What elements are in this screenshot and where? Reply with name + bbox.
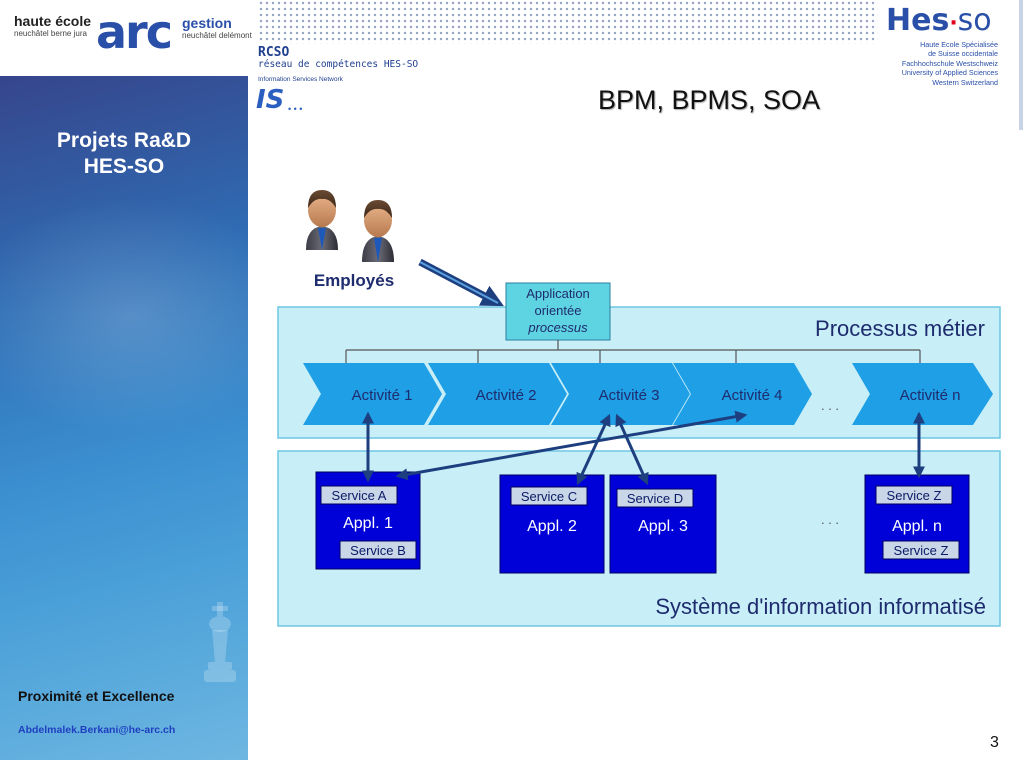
service-tag	[320, 485, 398, 505]
activity-chevron: Activité 3	[551, 363, 690, 425]
hes-logo-dot: ·	[949, 11, 958, 36]
activity-label: Activité 3	[599, 387, 660, 404]
panel-bottom-edge	[0, 760, 248, 767]
motto: Proximité et Excellence	[18, 688, 175, 704]
service-label: Service Z	[887, 488, 942, 503]
service-tag	[510, 486, 588, 506]
hes-so-subtitle: Haute Ecole Spécialisée de Suisse occide…	[850, 40, 998, 87]
application-box: Service A Appl. 1 Service B	[315, 471, 421, 570]
rcso-logo: RCSO réseau de compétences HES-SO	[258, 46, 418, 71]
activity-connector-tree	[345, 340, 921, 364]
panel-title: Projets Ra&D HES-SO	[0, 128, 248, 180]
page-number: 3	[990, 734, 999, 751]
hes-so-logo: Hes·so	[886, 4, 992, 41]
activity-label: Activité n	[900, 387, 961, 404]
logo-he-region: neuchâtel berne jura	[14, 29, 87, 38]
service-tag	[882, 540, 960, 560]
activity-chevron: Activité n	[852, 363, 993, 425]
activities-ellipsis: . . .	[821, 398, 839, 413]
hes-logo-so: so	[957, 3, 992, 38]
activity-label: Activité 1	[352, 387, 413, 404]
slide-title: BPM, BPMS, SOA	[598, 85, 821, 115]
hes-sub-line: Haute Ecole Spécialisée	[920, 40, 998, 49]
service-label: Service B	[350, 543, 406, 558]
rcso-name: RCSO	[258, 45, 290, 60]
application-box: Service C Appl. 2	[499, 474, 605, 574]
application-name: Appl. 2	[527, 518, 577, 535]
information-system-band	[277, 450, 1001, 627]
panel-title-line2: HES-SO	[83, 155, 165, 178]
activity4-service-a-arrow	[395, 410, 748, 481]
service-tag	[616, 488, 694, 508]
activity3-service-c-arrow	[576, 413, 611, 486]
employee-person-icon	[362, 200, 394, 262]
left-panel	[0, 76, 248, 767]
chess-king-icon	[204, 602, 236, 682]
activity-chevron: Activité 1	[303, 363, 442, 425]
is-logo: IS	[256, 85, 285, 115]
rcso-subtitle: réseau de compétences HES-SO	[258, 59, 419, 70]
header-right-rule	[1019, 0, 1023, 130]
business-process-band	[277, 306, 1001, 439]
application-box: Service Z Appl. n Service Z	[864, 474, 970, 574]
haute-ecole-logo: haute école neuchâtel berne jura	[14, 14, 94, 39]
service-tag	[339, 540, 417, 560]
employees-label: Employés	[314, 271, 394, 290]
is-logo-dots: • • •	[288, 104, 303, 114]
service-tag	[875, 485, 953, 505]
service-label: Service A	[332, 488, 387, 503]
activity-chevron: Activité 4	[673, 363, 812, 425]
logo-gestion-region: neuchâtel delémont	[182, 31, 252, 40]
employees-arrow-highlight	[419, 261, 499, 304]
employees-to-application-arrow	[418, 258, 504, 307]
gestion-logo: gestion neuchâtel delémont	[182, 16, 252, 41]
application-name: Appl. n	[892, 518, 942, 535]
hes-sub-line: Fachhochschule Westschweiz	[901, 58, 998, 68]
hes-sub-line: Western Switzerland	[932, 77, 998, 87]
service-label: Service C	[521, 489, 577, 504]
activity-label: Activité 2	[476, 387, 537, 404]
application-name: Appl. 1	[343, 515, 393, 532]
arc-logo: arc	[96, 5, 173, 59]
logo-he-name: haute école	[14, 13, 92, 29]
process-application-box	[505, 282, 611, 341]
hes-sub-line: University of Applied Sciences	[901, 68, 998, 78]
system-title: Système d'information informatisé	[655, 594, 986, 619]
email-link[interactable]: Abdelmalek.Berkani@he-arc.ch	[18, 724, 176, 736]
application-name: Appl. 3	[638, 518, 688, 535]
service-label: Service Z	[894, 543, 949, 558]
activity-chevron: Activité 2	[428, 363, 567, 425]
application-label-line2: orientée	[535, 303, 582, 318]
application-label-line3: processus	[527, 320, 588, 335]
process-title: Processus métier	[815, 316, 985, 341]
applications-ellipsis: . . .	[821, 512, 839, 527]
hes-sub-line: de Suisse occidentale	[928, 49, 998, 59]
application-label-line1: Application	[526, 286, 590, 301]
panel-glow	[0, 196, 248, 436]
service-label: Service D	[627, 491, 683, 506]
panel-title-line1: Projets Ra&D	[56, 129, 192, 152]
activity-label: Activité 4	[722, 387, 783, 404]
logo-gestion-name: gestion	[182, 15, 232, 31]
dotted-banner	[258, 0, 878, 44]
application-box: Service D Appl. 3	[609, 474, 717, 574]
isn-label: Information Services Network	[258, 76, 343, 83]
employee-person-icon	[306, 190, 338, 250]
activity3-service-d-arrow	[615, 413, 649, 486]
hes-logo-hes: Hes	[886, 3, 950, 38]
